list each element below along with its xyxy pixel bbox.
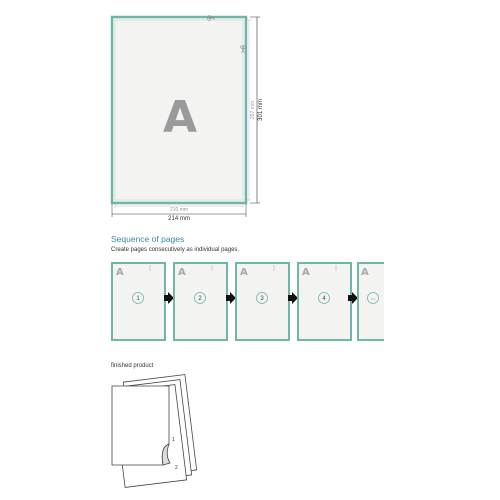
page-sequence: A 1 A 2 A 3 (111, 262, 384, 341)
page-number-circle (132, 292, 144, 304)
page-number-circle (367, 292, 379, 304)
page-trim-outline (114, 19, 244, 201)
arrow-right-icon (164, 292, 174, 304)
finished-title: finished product (111, 363, 154, 369)
bleed-height-label: 301 mm (258, 99, 264, 121)
page-bleed-outline (110, 15, 248, 205)
arrow-right-icon (348, 292, 358, 304)
sequence-title: Sequence of pages (111, 234, 184, 244)
arrow-right-icon (226, 292, 236, 304)
finished-stack (111, 374, 198, 488)
page-number: 3 (260, 296, 264, 302)
page-letter: A (178, 267, 186, 278)
sequence-page: A ... (357, 262, 384, 341)
sequence-subtitle: Create pages consecutively as individual… (111, 247, 239, 253)
sequence-page: A 3 (235, 262, 290, 341)
page-number: 1 (136, 296, 140, 302)
bleed-width-label: 214 mm (168, 216, 190, 222)
page-number-circle (318, 292, 330, 304)
trim-width-dimension: 210 mm (114, 204, 244, 213)
scissors-icon (207, 15, 216, 21)
trim-width-label: 210 mm (170, 207, 188, 213)
sequence-page: A 2 (173, 262, 228, 341)
format-illustration: A 297 mm 301 mm (110, 15, 264, 222)
page-number-circle (194, 292, 206, 304)
page-letter: A (302, 267, 310, 278)
sheet-number: 1 (172, 437, 175, 443)
page-letter: A (361, 267, 369, 278)
page-number-circle (256, 292, 268, 304)
page-number: 4 (322, 296, 326, 302)
bleed-height-dimension: 301 mm (250, 16, 264, 204)
page-curl (161, 443, 171, 466)
bleed-width-dimension: 214 mm (111, 204, 247, 222)
sequence-page: A 1 (111, 262, 166, 341)
scissors-icon (240, 45, 246, 54)
trim-height-dimension: 297 mm (247, 19, 256, 201)
page-letter: A (240, 267, 248, 278)
front-sheet (111, 385, 170, 466)
page-letter: A (116, 267, 124, 278)
arrow-right-icon (288, 292, 298, 304)
trim-height-label: 297 mm (250, 101, 256, 119)
sequence-page: A 4 (297, 262, 352, 341)
sheet-number: 2 (175, 465, 178, 471)
page-number: 2 (198, 296, 202, 302)
page-number: ... (370, 296, 375, 302)
page-letter: A (163, 92, 197, 143)
